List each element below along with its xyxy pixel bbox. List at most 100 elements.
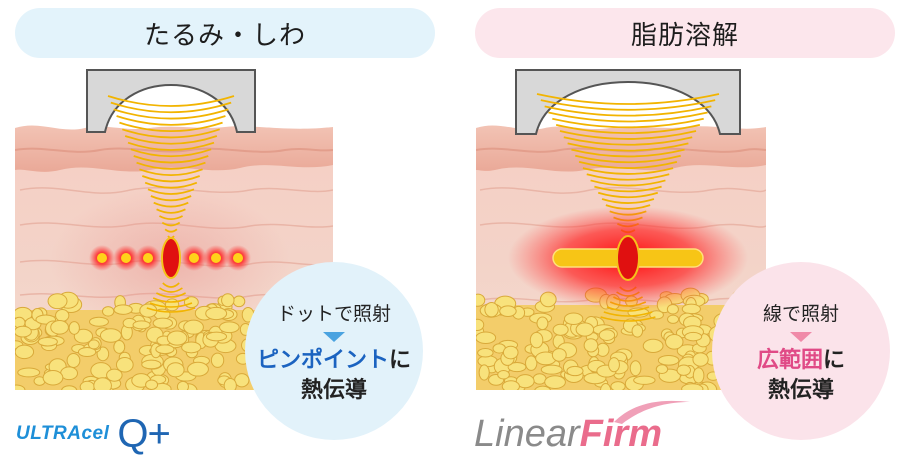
fat-globule: [132, 320, 151, 330]
fat-globule: [544, 375, 566, 390]
transducer-left: [86, 69, 256, 133]
wave-arc: [575, 154, 681, 164]
fat-globule: [684, 331, 703, 342]
fat-globule: [484, 301, 499, 318]
fat-globule: [631, 324, 644, 338]
fat-globule: [164, 298, 180, 312]
wave-arc: [164, 228, 178, 233]
fat-globule: [642, 338, 664, 353]
wave-arc: [603, 311, 653, 317]
fat-globule: [37, 336, 58, 347]
fat-globule: [692, 352, 709, 367]
heat-dot: [121, 253, 131, 263]
fat-globule: [55, 308, 70, 322]
callout-highlight: ピンポイント: [256, 347, 389, 373]
fat-globule: [515, 374, 535, 389]
logo-swoosh-icon: [614, 400, 690, 424]
fat-globule: [657, 354, 680, 366]
wave-arc: [110, 101, 232, 114]
fat-globule: [155, 344, 175, 355]
wave-arc: [567, 142, 689, 152]
fat-globule: [501, 380, 520, 390]
wave-arc: [124, 135, 218, 145]
fat-globule: [101, 306, 115, 317]
fat-globule: [89, 316, 109, 327]
wave-arc: [601, 198, 655, 204]
fat-globule: [106, 368, 123, 382]
wave-arc: [136, 161, 206, 170]
fat-globule: [507, 362, 527, 373]
fat-globule: [77, 347, 97, 358]
callout-bubble-left: ドットで照射 ピンポイントに 熱伝導: [245, 262, 423, 440]
callout-line2: ピンポイントに: [257, 346, 411, 376]
fat-globule: [525, 355, 538, 371]
logo-ultracel-q-plus: ULTRAcel Q+: [16, 411, 171, 456]
fat-globule: [15, 344, 35, 360]
fat-globule: [166, 362, 185, 378]
wave-arc: [559, 130, 697, 140]
fat-globule: [610, 381, 626, 390]
logo-q-plus-text: Q+: [117, 411, 170, 456]
fat-globule: [476, 331, 497, 345]
arrow-down-icon: [790, 331, 812, 342]
wave-arc: [149, 302, 193, 308]
fat-globule: [502, 345, 519, 360]
fat-globule: [115, 356, 134, 373]
wave-arc: [147, 188, 195, 195]
wave-arc: [600, 316, 656, 322]
fat-globule: [551, 348, 567, 362]
fat-globule: [68, 321, 80, 335]
wave-arc: [122, 128, 220, 139]
heat-dot: [143, 253, 153, 263]
fat-globule: [15, 384, 26, 390]
fat-globule: [532, 373, 547, 385]
wave-arc: [127, 141, 215, 151]
fat-globule: [681, 383, 704, 390]
callout-line1: 線で照射: [762, 302, 839, 325]
fat-globule: [42, 370, 64, 386]
ultrasound-waves-left: [107, 95, 235, 239]
callout-line3: 熱伝導: [300, 377, 367, 403]
wave-arc: [130, 148, 212, 158]
logo-linear-firm: Linear Firm: [474, 408, 662, 456]
fat-globule: [73, 328, 94, 344]
fat-globule: [61, 385, 78, 390]
wave-arc: [159, 287, 183, 293]
fat-globule: [536, 316, 549, 331]
logo-linear-text: Linear: [474, 413, 580, 455]
fat-globule: [87, 339, 100, 350]
fat-globule: [583, 338, 599, 353]
fat-globule: [113, 340, 126, 354]
wave-arc: [144, 181, 198, 189]
fat-globule: [205, 331, 228, 342]
wave-arc: [156, 208, 186, 214]
fat-globule: [176, 380, 189, 390]
fat-globule: [141, 359, 162, 370]
fat-globule: [633, 375, 656, 385]
fat-globule: [667, 314, 680, 324]
fat-globule: [476, 293, 486, 307]
wave-arc: [146, 307, 196, 313]
wave-arc: [150, 195, 192, 202]
wave-arc: [161, 221, 181, 227]
fat-globule: [66, 353, 81, 368]
wave-arc: [552, 117, 704, 129]
fat-globule: [575, 322, 595, 337]
fat-globule: [183, 319, 204, 335]
fat-globule: [17, 367, 41, 378]
fat-globule: [599, 383, 612, 390]
fat-globule: [93, 377, 112, 390]
wave-arc: [597, 191, 659, 199]
fat-globule: [478, 364, 490, 381]
fat-globule: [477, 348, 494, 358]
fat-globule: [79, 380, 95, 390]
fat-globule: [50, 319, 69, 335]
fat-globule: [99, 328, 122, 343]
focal-point-right: [616, 235, 640, 281]
callout-line1: ドットで照射: [276, 302, 391, 325]
fat-globule: [113, 304, 133, 315]
wave-arc: [113, 108, 229, 120]
fat-globule: [540, 364, 563, 375]
fat-globule: [665, 334, 684, 350]
wave-arc: [578, 161, 678, 169]
